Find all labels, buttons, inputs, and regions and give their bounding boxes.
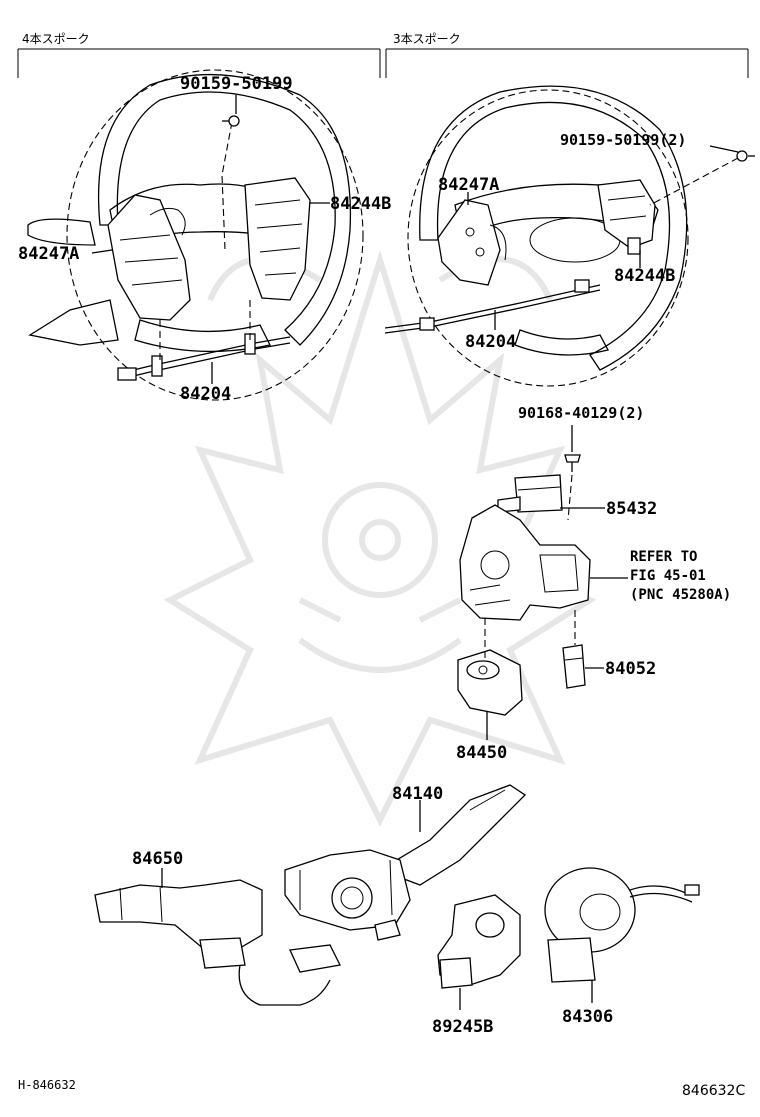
refer-line-2: FIG 45-01 — [630, 568, 706, 584]
section-left-bracket — [17, 48, 381, 78]
label-85432: 85432 — [606, 499, 657, 519]
part-89245B — [437, 894, 521, 989]
steering-wheel-4-spoke — [27, 69, 364, 401]
part-84450 — [457, 649, 523, 716]
part-85432 — [497, 474, 563, 513]
refer-line-3: (PNC 45280A) — [630, 587, 731, 603]
part-84140 — [284, 784, 527, 941]
part-84247A-left — [107, 194, 191, 321]
part-84052 — [562, 644, 586, 689]
part-84247A-right — [437, 199, 507, 286]
label-84052: 84052 — [605, 659, 656, 679]
part-84244B-right — [597, 179, 656, 255]
guide-left-screw — [221, 121, 233, 251]
footer-diagram-code: 846632C — [682, 1083, 745, 1099]
label-84247A-right: 84247A — [438, 175, 499, 195]
leader-84247A-left — [91, 249, 113, 254]
label-84244B-left: 84244B — [330, 194, 391, 214]
label-90159-50199-right: 90159-50199(2) — [560, 131, 686, 149]
part-84204-right — [384, 279, 601, 334]
leader-90159-right — [709, 145, 739, 153]
label-90159-50199-left: 90159-50199 — [180, 74, 293, 94]
label-84247A-left: 84247A — [18, 244, 79, 264]
label-84204-left: 84204 — [180, 384, 231, 404]
label-84244B-right: 84244B — [614, 266, 675, 286]
part-84306 — [544, 867, 700, 983]
section-right-bracket — [385, 48, 749, 78]
part-84244B-left — [244, 177, 311, 301]
part-84650 — [94, 879, 341, 1006]
label-89245B: 89245B — [432, 1017, 493, 1037]
guide-right-screw — [649, 157, 739, 206]
guide-90168 — [567, 474, 573, 521]
footer-figure-id: H-846632 — [18, 1078, 76, 1092]
part-column-housing — [459, 504, 591, 621]
label-84650: 84650 — [132, 849, 183, 869]
refer-line-1: REFER TO — [630, 549, 697, 565]
screw-icon-right — [736, 150, 755, 162]
label-84450: 84450 — [456, 743, 507, 763]
left-section-header: 4本スポーク — [22, 32, 90, 46]
label-84204-right: 84204 — [465, 332, 516, 352]
screw-icon-90168 — [564, 454, 581, 472]
right-section-header: 3本スポーク — [393, 32, 461, 46]
label-84306: 84306 — [562, 1007, 613, 1027]
screw-icon-left — [222, 115, 240, 127]
label-84140: 84140 — [392, 784, 443, 804]
label-90168-40129: 90168-40129(2) — [518, 404, 644, 422]
part-84204-left — [117, 333, 291, 381]
